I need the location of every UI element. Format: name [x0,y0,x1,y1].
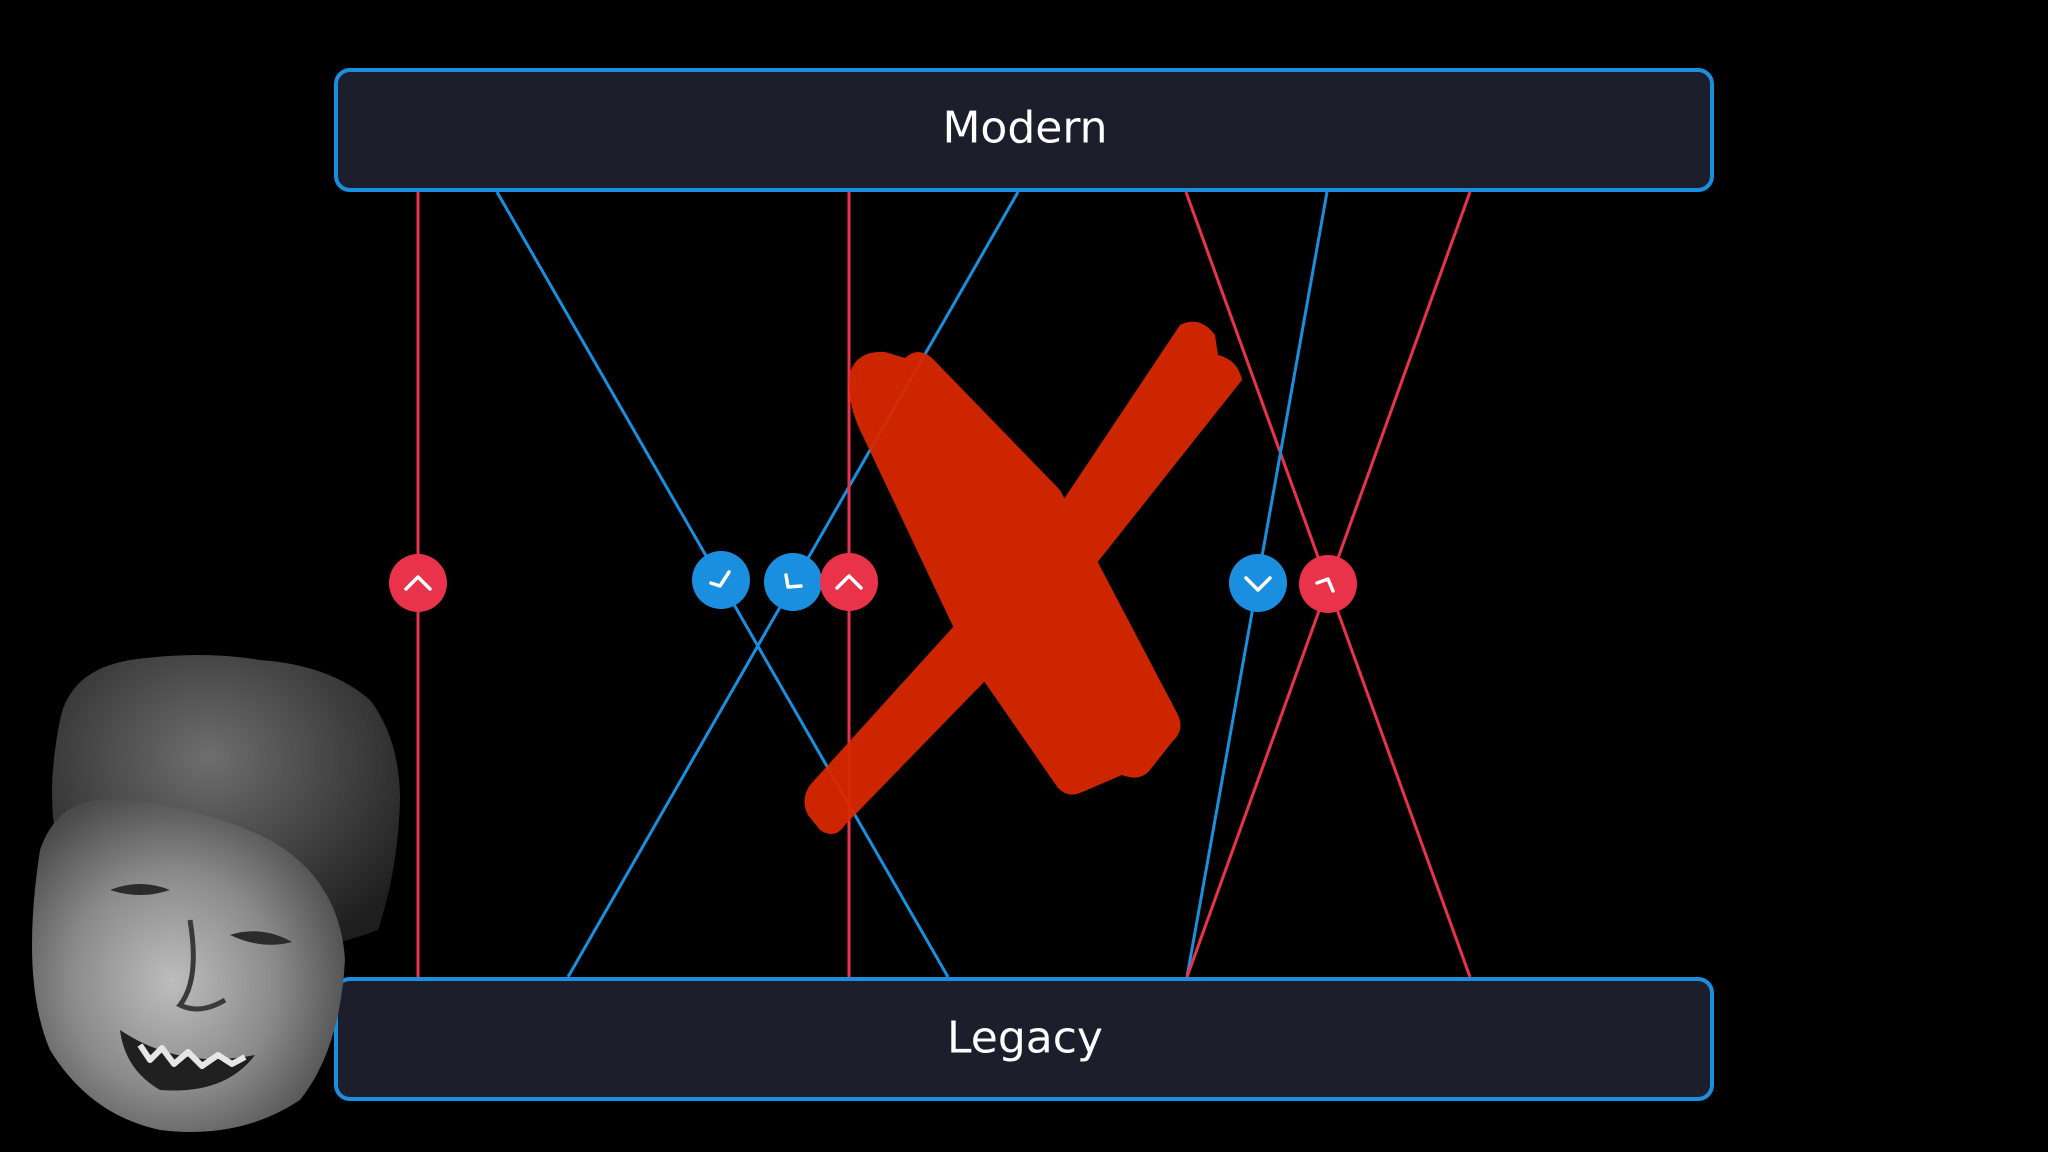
legacy-box: Legacy [334,977,1714,1101]
chevron-down-right-icon [709,570,731,588]
modern-box-frame [334,68,1714,192]
chevron-down-icon [1244,576,1272,592]
face-eye-right [230,931,292,945]
direction-badges [389,551,1357,613]
face-eye-left [110,884,170,895]
red-x-cross-icon [804,321,1242,835]
down-badge [1229,554,1287,612]
cross-stroke-2 [849,351,1181,795]
face-nose [176,919,227,1012]
grimacing-face-photo [32,655,400,1132]
up-badge [820,553,878,611]
face-skin [32,798,345,1132]
chevron-up-icon [404,575,432,591]
face-teeth [137,1043,247,1069]
up-badge [1299,555,1357,613]
face-mouth [120,1030,255,1091]
down-badge [692,551,750,609]
chevron-up-right-icon [1315,577,1335,593]
legacy-box-label: Legacy [947,1013,1103,1064]
modern-box-label: Modern [942,103,1107,154]
chevron-up-icon [835,574,863,590]
down-badge [764,553,822,611]
legacy-box-frame [334,977,1714,1101]
up-badge [389,554,447,612]
chevron-down-left-icon [784,573,803,589]
modern-box: Modern [334,68,1714,192]
